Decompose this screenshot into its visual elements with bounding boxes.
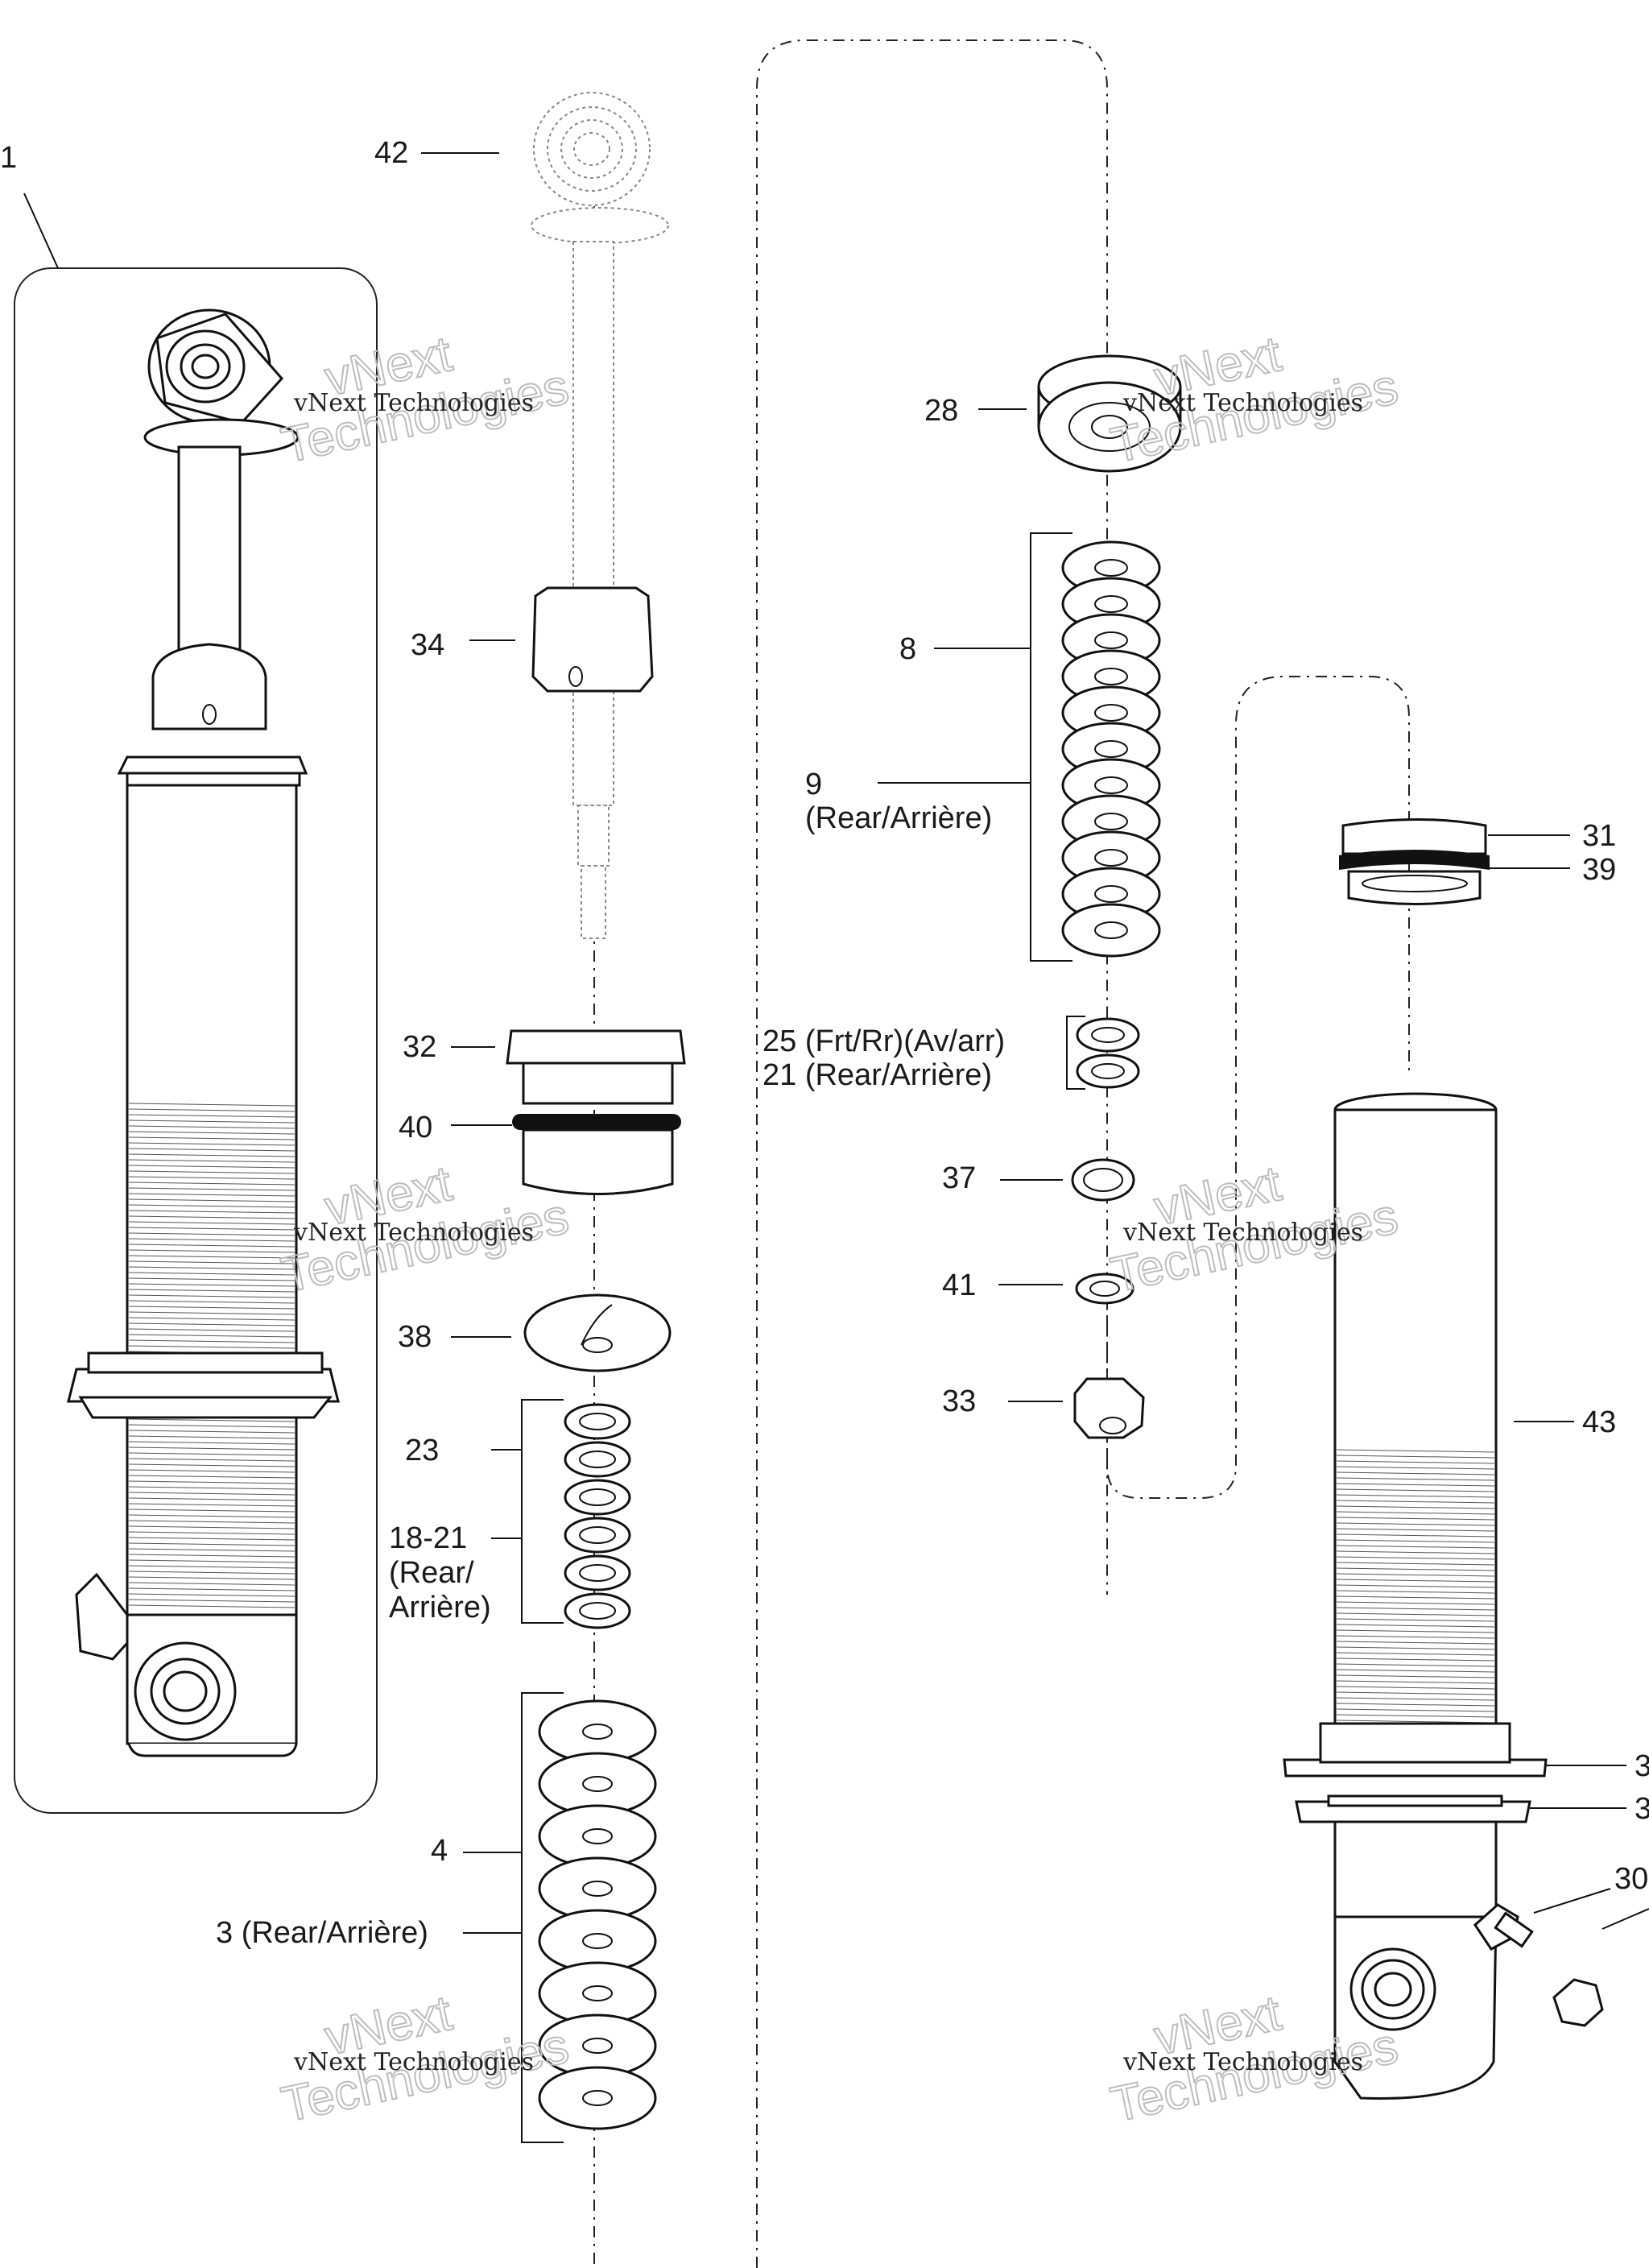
callout-18-21: 18-21 [389, 1521, 467, 1555]
callout-18-21-arriere: Arrière) [389, 1591, 491, 1624]
svg-text:vNext Technologies: vNext Technologies [293, 389, 534, 417]
callout-18-21-rear: (Rear/ [389, 1556, 474, 1590]
right-shim-stack [1061, 540, 1161, 958]
callout-37: 37 [942, 1161, 976, 1195]
callout-23: 23 [405, 1434, 439, 1467]
callout-4: 4 [431, 1834, 448, 1868]
callout-43: 43 [1582, 1405, 1616, 1439]
shim [538, 2066, 657, 2130]
center-shaft-stack [506, 92, 686, 2268]
shock-assembly-1 [14, 192, 378, 1814]
callout-34: 34 [411, 628, 444, 662]
callout-39: 39 [1582, 853, 1616, 887]
callout-9-rear: (Rear/Arrière) [805, 801, 992, 835]
watermark: vNext Technologies vNext Technologies [1106, 1984, 1403, 2133]
callout-8: 8 [899, 632, 916, 666]
callout-labels: 1 42 34 32 40 38 23 18-21 (Rear/ Arrière… [0, 136, 1649, 1950]
shock-body-43 [1283, 818, 1604, 2100]
shim [564, 1592, 631, 1629]
svg-text:vNext Technologies: vNext Technologies [1122, 1219, 1363, 1247]
shim [564, 1517, 631, 1554]
callout-41: 41 [942, 1269, 976, 1302]
svg-text:vNext Technologies: vNext Technologies [1122, 389, 1363, 417]
callout-3-upper-collar: 3 [1635, 1749, 1649, 1783]
small-shim-stack [564, 1403, 631, 1629]
shim [564, 1479, 631, 1516]
watermark: vNext Technologies vNext Technologies [1106, 325, 1403, 474]
piston-stack [1030, 354, 1410, 1499]
callout-31: 31 [1582, 819, 1616, 853]
callout-33: 33 [942, 1384, 976, 1418]
leader-lines [421, 152, 1649, 1934]
callout-40: 40 [399, 1111, 432, 1144]
svg-text:vNext Technologies: vNext Technologies [293, 2048, 534, 2076]
callout-25: 25 (Frt/Rr)(Av/arr) [763, 1024, 1005, 1058]
shim [564, 1441, 631, 1478]
callout-28: 28 [924, 394, 958, 428]
svg-text:vNext Technologies: vNext Technologies [1122, 2048, 1363, 2076]
callout-9: 9 [805, 768, 822, 801]
callout-3: 3 (Rear/Arrière) [216, 1916, 428, 1950]
watermark: vNext Technologies vNext Technologies [276, 325, 574, 474]
callout-1: 1 [0, 141, 17, 175]
shim [564, 1403, 631, 1440]
shim [564, 1554, 631, 1591]
watermark: vNext Technologies vNext Technologies [276, 1984, 574, 2133]
svg-text:vNext Technologies: vNext Technologies [293, 1219, 534, 1247]
callout-21: 21 (Rear/Arrière) [763, 1058, 992, 1092]
callout-38: 38 [398, 1320, 432, 1354]
callout-42: 42 [374, 136, 408, 170]
big-shim-stack [538, 1699, 657, 2130]
callout-32: 32 [403, 1030, 436, 1064]
shim [1061, 903, 1161, 958]
callout-30: 30 [1614, 1862, 1648, 1896]
callout-3-lower-collar: 3 [1635, 1792, 1649, 1826]
